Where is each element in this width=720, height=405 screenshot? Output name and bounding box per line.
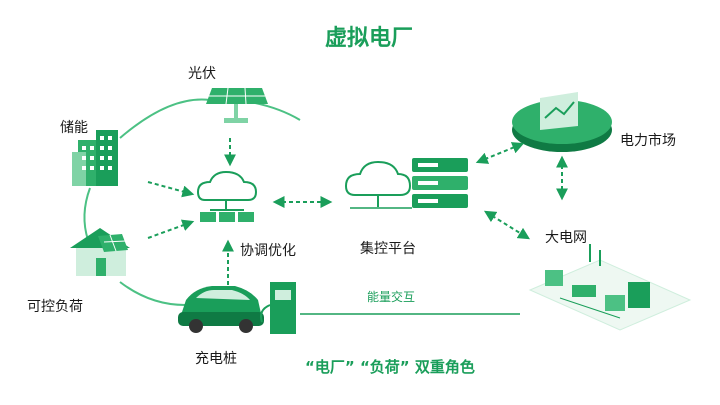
dual-role-slogan: “电厂” “负荷” 双重角色 (305, 358, 475, 376)
ring-arc (83, 187, 91, 241)
arrow-house-coordination (147, 219, 195, 239)
grid-network-icon (528, 244, 692, 331)
charging-station-icon (260, 282, 296, 334)
solar-panel-icon (206, 87, 268, 123)
arrow-platform-market (475, 142, 525, 164)
storage-label: 储能 (60, 120, 88, 136)
central-platform-label: 集控平台 (360, 241, 416, 257)
diagram-title: 虚拟电厂 (325, 26, 414, 51)
charging-pile-label: 充电桩 (195, 351, 237, 367)
solar-label: 光伏 (188, 66, 216, 82)
ring-arc (119, 281, 186, 306)
storage-building-icon (72, 130, 118, 186)
arrow-storage-coordination (147, 181, 195, 198)
cloud-server-icon (344, 158, 468, 209)
electric-car-icon (178, 286, 264, 333)
controllable-load-label: 可控负荷 (27, 299, 83, 315)
coordination-label: 协调优化 (240, 243, 296, 259)
arrow-platform-grid (483, 210, 531, 240)
house-icon (70, 228, 130, 276)
energy-exchange-label: 能量交互 (367, 290, 416, 304)
ring-arc (119, 98, 211, 139)
grid-label: 大电网 (545, 230, 587, 246)
cloud-network-icon (196, 170, 258, 222)
power-market-label: 电力市场 (620, 133, 676, 149)
power-market-icon (512, 92, 612, 152)
